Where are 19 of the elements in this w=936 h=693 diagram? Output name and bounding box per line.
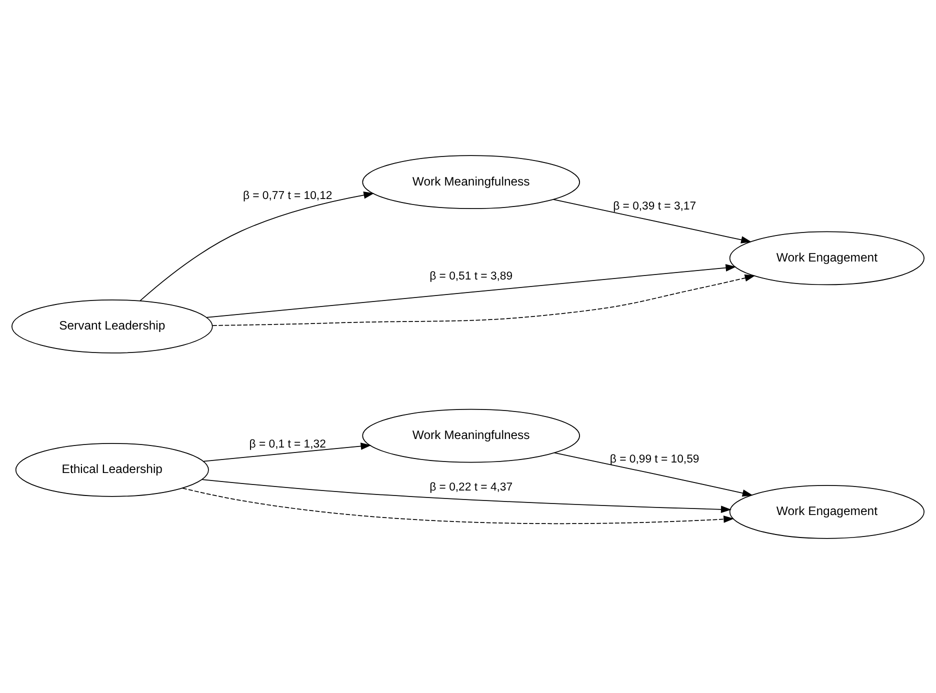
arrow xyxy=(554,452,753,496)
edge-label: β = 0,77 t = 10,12 xyxy=(242,190,332,202)
arrow xyxy=(552,198,752,243)
arrow xyxy=(206,264,736,318)
edge-label: β = 0,39 t = 3,17 xyxy=(613,200,696,212)
edge-label: β = 0,51 t = 3,89 xyxy=(430,270,513,282)
node-ellipse: Work Engagement xyxy=(729,484,924,538)
arrow xyxy=(182,487,734,524)
edge-label: β = 0,1 t = 1,32 xyxy=(249,438,326,450)
node-ellipse: Servant Leadership xyxy=(11,298,213,353)
edge-label: β = 0,22 t = 4,37 xyxy=(430,480,513,493)
arrow xyxy=(203,442,372,462)
node-ellipse: Ethical Leadership xyxy=(15,442,209,496)
node-ellipse: Work Meaningfulness xyxy=(362,408,580,462)
arrow xyxy=(140,190,374,301)
arrow xyxy=(202,478,732,513)
edge-label: β = 0,99 t = 10,59 xyxy=(610,452,700,465)
node-ellipse: Work Engagement xyxy=(729,230,924,285)
arrow xyxy=(212,274,756,326)
